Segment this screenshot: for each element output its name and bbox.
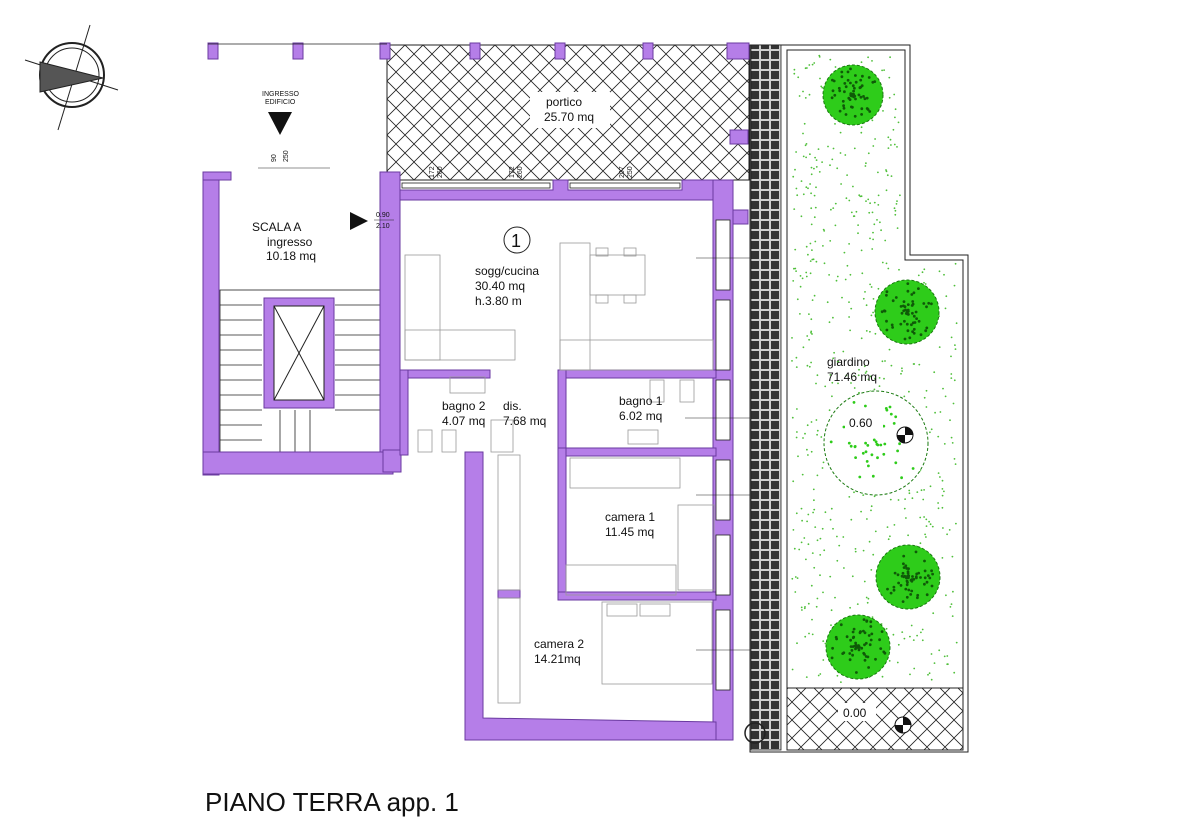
unit-number-circle (503, 226, 531, 254)
dimension-lines (258, 167, 750, 651)
entrance-label-1: INGRESSO (262, 91, 300, 98)
tree-icon (874, 279, 940, 345)
portico-name: portico (546, 95, 582, 109)
stair-steps (220, 304, 380, 455)
window-dim-6: 250 (627, 166, 634, 178)
bagno1-name: bagno 1 (619, 394, 663, 408)
fence-strip (750, 44, 782, 751)
level-lower: 0.00 (843, 706, 867, 720)
camera1-name: camera 1 (605, 510, 655, 524)
entrance-dim-b: 250 (283, 150, 290, 162)
level-garden-icon (896, 426, 914, 444)
soggiorno-name: sogg/cucina (475, 264, 539, 278)
window-dim-4: 260 (517, 166, 524, 178)
door-height: 2.10 (376, 223, 390, 230)
elevator-cross-b (273, 305, 325, 401)
door-width: 0.90 (376, 212, 390, 219)
portico-pillars (207, 42, 750, 225)
drain-icon (744, 722, 766, 744)
entrance-label-2: EDIFICIO (265, 99, 296, 106)
level-garden: 0.60 (849, 416, 873, 430)
tree-icon (875, 544, 941, 610)
door-arrow-icon (350, 212, 368, 230)
portico-area-label: 25.70 mq (544, 110, 594, 124)
disimpegno-name: dis. (503, 399, 522, 413)
level-lower-bg (838, 703, 876, 721)
tree-icon (823, 390, 929, 496)
giardino-name: giardino (827, 355, 870, 369)
scala-area: 10.18 mq (266, 249, 316, 263)
unit-number: 1 (511, 231, 521, 251)
windows (401, 182, 731, 691)
bagno1-area: 6.02 mq (619, 409, 662, 423)
level-garden-bg (845, 413, 883, 431)
portico-label-bg (530, 92, 610, 128)
soggiorno-area: 30.40 mq (475, 279, 525, 293)
scala-sub: ingresso (267, 235, 313, 249)
entrance-dim-a: 90 (271, 154, 278, 162)
compass-icon (24, 24, 119, 131)
window-dim-2: 260 (437, 166, 444, 178)
furniture (404, 242, 715, 704)
window-dim-3: 172 (509, 166, 516, 178)
bagno2-area: 4.07 mq (442, 414, 485, 428)
window-dim-5: 207 (619, 166, 626, 178)
tree-icon (825, 614, 891, 680)
tree-icon (822, 64, 884, 126)
disimpegno-area: 7.68 mq (503, 414, 546, 428)
camera2-name: camera 2 (534, 637, 584, 651)
window-dim-1: 172 (429, 166, 436, 178)
scala-name: SCALA A (252, 220, 301, 234)
camera1-area: 11.45 mq (605, 525, 654, 539)
plan-title: PIANO TERRA app. 1 (205, 787, 459, 817)
level-lower-icon (894, 716, 912, 734)
soggiorno-height: h.3.80 m (475, 294, 522, 308)
giardino-area: 71.46 mq (827, 370, 877, 384)
entrance-arrow-icon (268, 112, 292, 135)
garden-outer-edge (749, 44, 969, 753)
camera2-area: 14.21mq (534, 652, 581, 666)
trees (822, 64, 941, 680)
bagno2-name: bagno 2 (442, 399, 486, 413)
